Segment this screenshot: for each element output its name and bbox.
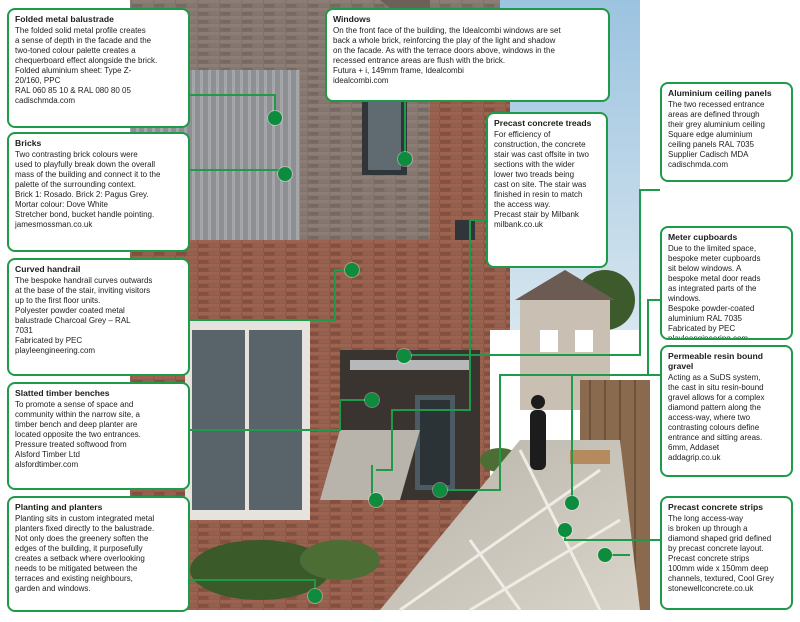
callout-body: For efficiency of construction, the conc… — [494, 130, 589, 229]
marker-gravel — [565, 496, 579, 510]
callout-meter: Meter cupboards Due to the limited space… — [660, 226, 793, 340]
marker-treads — [369, 493, 383, 507]
callout-title: Precast concrete strips — [668, 502, 764, 512]
callout-title: Permeable resin bound gravel — [668, 351, 764, 371]
callout-balustrade: Folded metal balustrade The folded solid… — [7, 8, 190, 128]
callout-title: Meter cupboards — [668, 232, 738, 242]
callout-body: The folded solid metal profile creates a… — [15, 26, 158, 105]
callout-body: The two recessed entrance areas are defi… — [668, 100, 765, 169]
callout-body: The long access-way is broken up through… — [668, 514, 774, 593]
marker-windows — [398, 152, 412, 166]
callout-title: Planting and planters — [15, 502, 103, 512]
callout-strips: Precast concrete strips The long access-… — [660, 496, 793, 610]
marker-planters — [308, 589, 322, 603]
callout-body: The bespoke handrail curves outwards at … — [15, 276, 153, 355]
callout-title: Windows — [333, 14, 371, 24]
callout-title: Slatted timber benches — [15, 388, 110, 398]
callout-windows: Windows On the front face of the buildin… — [325, 8, 610, 102]
callout-title: Curved handrail — [15, 264, 81, 274]
marker-handrail — [345, 263, 359, 277]
callout-bricks: Bricks Two contrasting brick colours wer… — [7, 132, 190, 252]
callout-body: To promote a sense of space and communit… — [15, 400, 141, 469]
marker-meter — [433, 483, 447, 497]
callout-treads: Precast concrete treads For efficiency o… — [486, 112, 608, 268]
callout-title: Aluminium ceiling panels — [668, 88, 772, 98]
marker-benches — [365, 393, 379, 407]
callout-body: Acting as a SuDS system, the cast in sit… — [668, 373, 765, 462]
callout-body: On the front face of the building, the I… — [333, 26, 561, 85]
callout-body: Planting sits in custom integrated metal… — [15, 514, 155, 593]
marker-strips — [558, 523, 572, 537]
callout-handrail: Curved handrail The bespoke handrail cur… — [7, 258, 190, 376]
callout-benches: Slatted timber benches To promote a sens… — [7, 382, 190, 490]
marker-ceiling — [397, 349, 411, 363]
marker-bricks — [278, 167, 292, 181]
callout-title: Bricks — [15, 138, 42, 148]
marker-balustrade — [268, 111, 282, 125]
marker-strips-2 — [598, 548, 612, 562]
callout-gravel: Permeable resin bound gravel Acting as a… — [660, 345, 793, 477]
callout-planters: Planting and planters Planting sits in c… — [7, 496, 190, 612]
callout-title: Precast concrete treads — [494, 118, 592, 128]
callout-body: Due to the limited space, bespoke meter … — [668, 244, 761, 340]
callout-body: Two contrasting brick colours were used … — [15, 150, 161, 229]
callout-title: Folded metal balustrade — [15, 14, 114, 24]
callout-ceiling: Aluminium ceiling panels The two recesse… — [660, 82, 793, 182]
